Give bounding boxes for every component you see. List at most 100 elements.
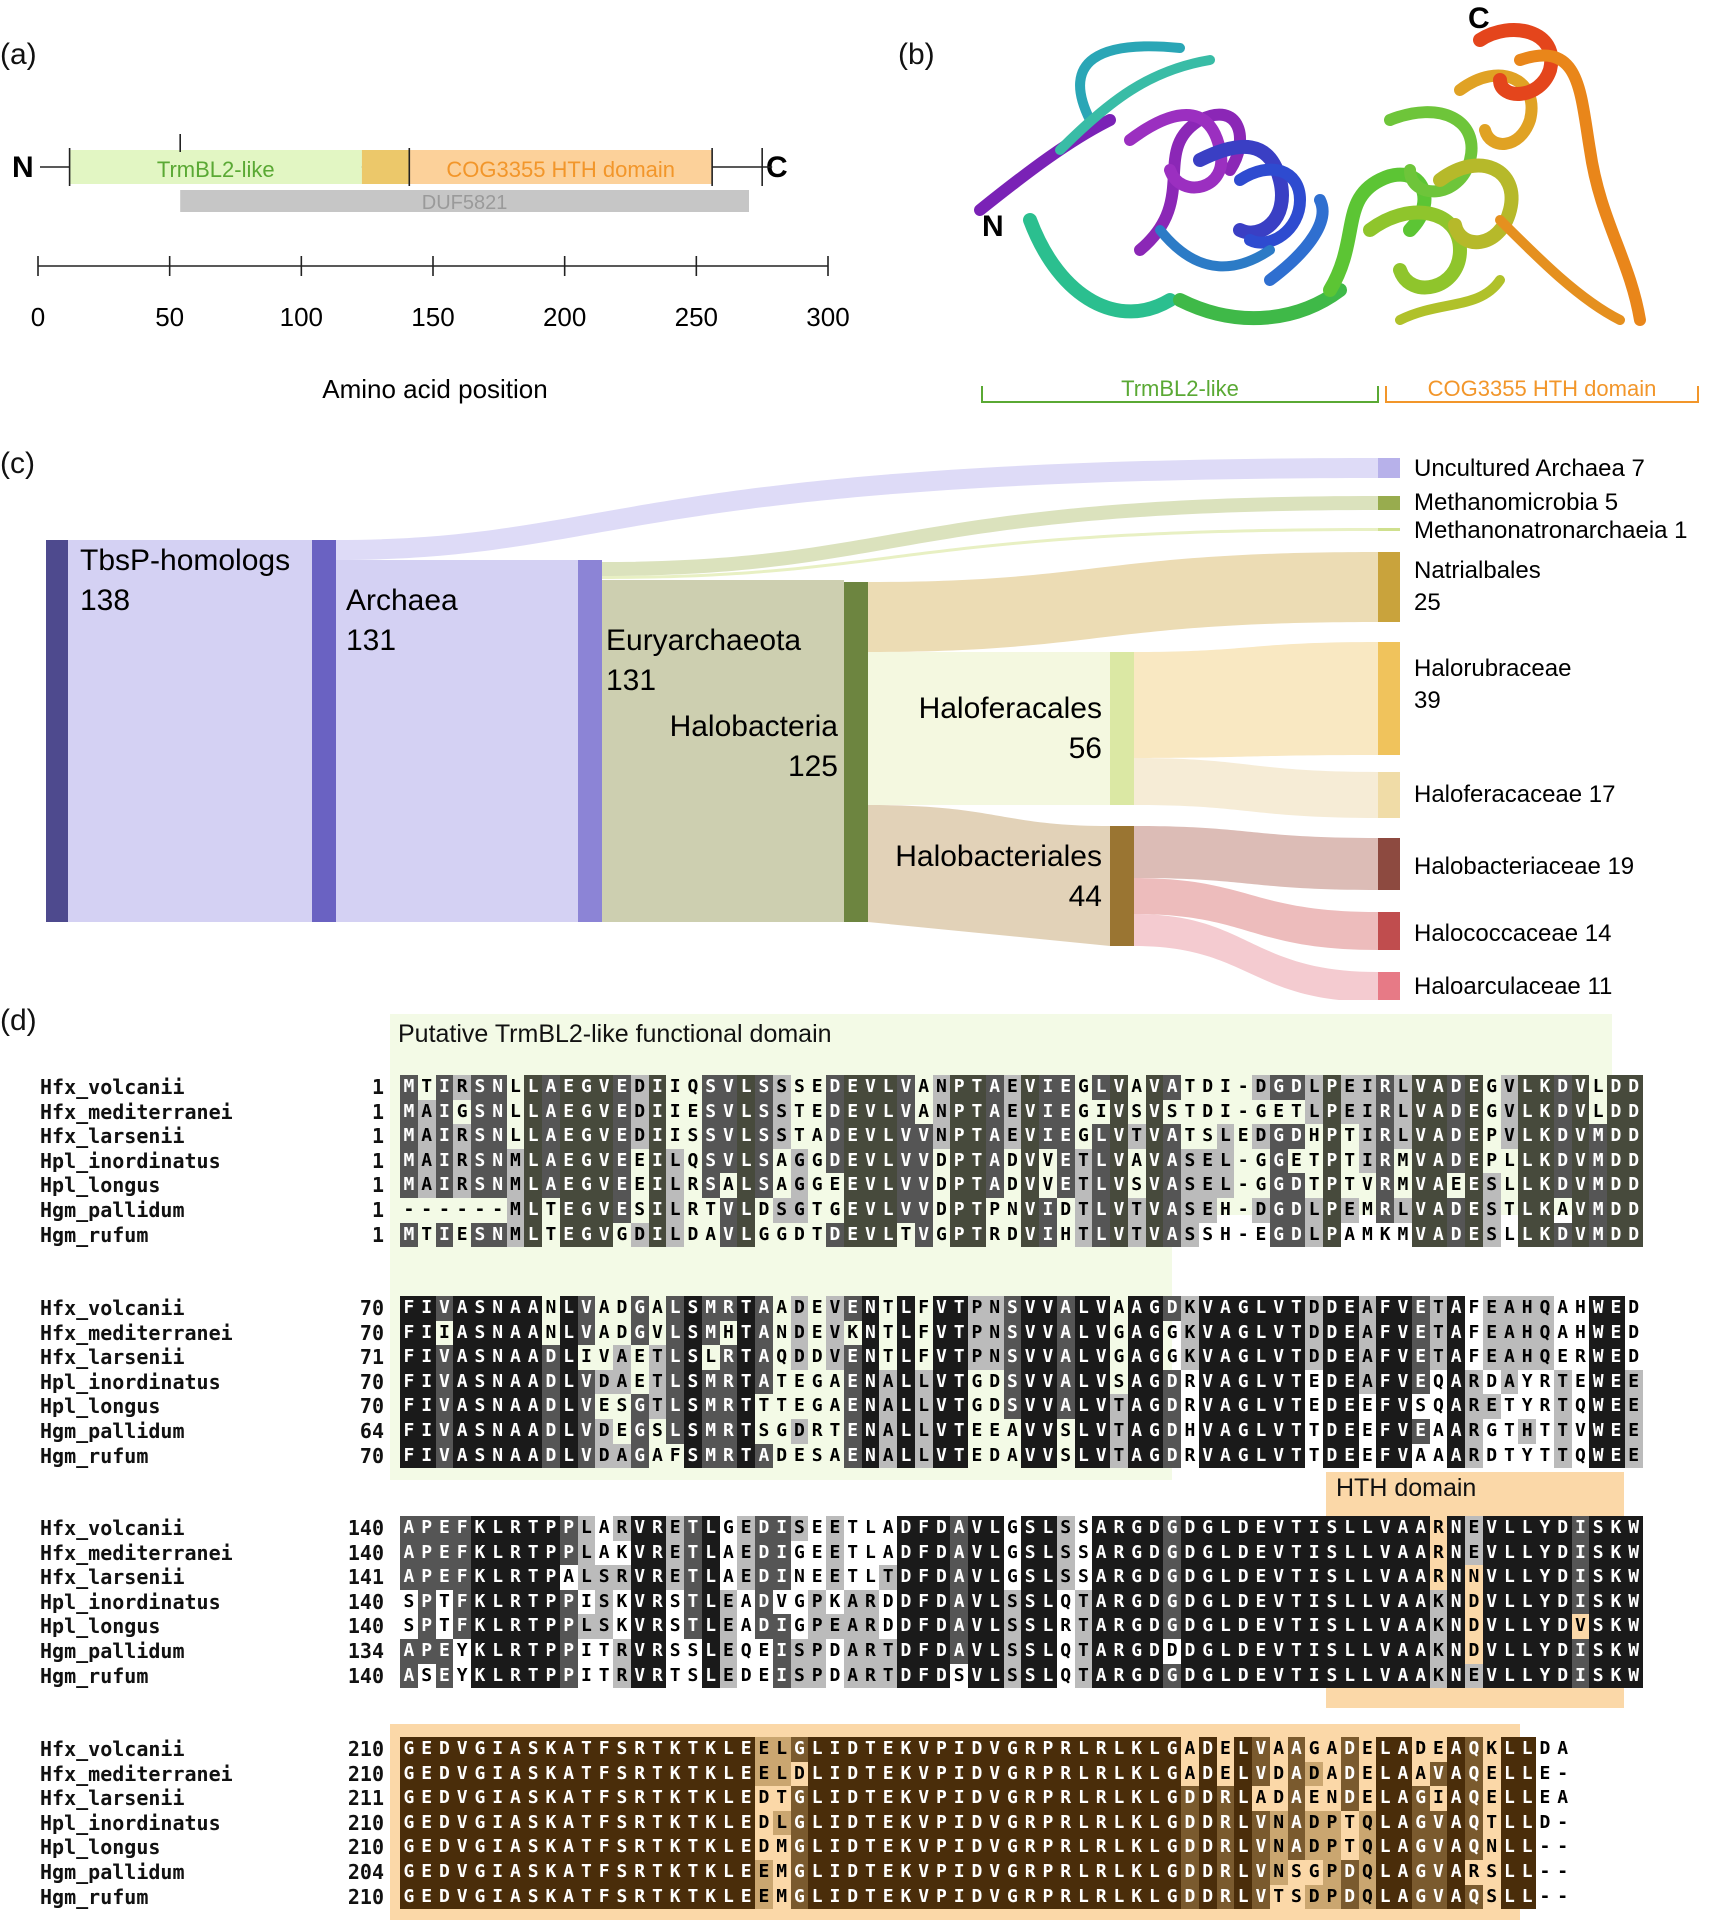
residue: L	[1340, 1639, 1359, 1664]
residue: L	[1500, 1884, 1519, 1910]
residue: L	[1358, 1565, 1377, 1590]
residue: G	[793, 1590, 805, 1612]
residue: G	[400, 1860, 418, 1885]
residue: L	[1340, 1565, 1359, 1590]
residue: A	[1216, 1345, 1235, 1370]
residue: G	[471, 1860, 489, 1885]
residue: A	[1326, 1762, 1338, 1784]
residue: V	[932, 1394, 951, 1419]
residue: D	[826, 1148, 844, 1174]
residue: A	[1415, 1762, 1427, 1784]
residue: L	[509, 1076, 521, 1097]
residue: L	[1518, 1516, 1536, 1541]
residue: R	[1110, 1540, 1128, 1566]
residue: I	[435, 1075, 454, 1100]
residue: G	[790, 1860, 809, 1885]
residue: L	[1358, 1614, 1377, 1639]
residue: S	[1003, 1394, 1022, 1419]
residue: D	[435, 1761, 454, 1787]
residue: R	[1376, 1173, 1394, 1198]
residue: E	[1056, 1099, 1075, 1125]
residue: F	[453, 1589, 471, 1615]
residue: E	[843, 1394, 862, 1419]
residue: K	[897, 1810, 915, 1836]
residue: A	[453, 1296, 471, 1321]
residue: E	[1252, 1639, 1270, 1664]
residue: E	[843, 1222, 862, 1248]
residue: A	[1394, 1761, 1412, 1787]
residue: L	[1074, 1835, 1093, 1860]
residue: P	[1039, 1860, 1057, 1885]
residue: V	[453, 1761, 471, 1787]
residue: N	[1447, 1565, 1465, 1590]
sequence-start-number: 64	[359, 1419, 384, 1443]
residue: L	[1500, 1565, 1519, 1590]
flow-haloarculaceae	[1134, 914, 1378, 1000]
node-label-halobacteria: Halobacteria	[670, 710, 839, 743]
residue: L	[879, 1198, 897, 1223]
residue: V	[1252, 1761, 1270, 1787]
residue: T	[1553, 1394, 1572, 1419]
residue: R	[1092, 1737, 1110, 1762]
residue: E	[1340, 1198, 1359, 1223]
residue: T	[737, 1296, 755, 1321]
residue: R	[1110, 1639, 1128, 1664]
residue: P	[1323, 1198, 1341, 1223]
residue: E	[1252, 1540, 1270, 1566]
residue: L	[879, 1099, 897, 1125]
residue: L	[1216, 1589, 1235, 1615]
residue: M	[1361, 1223, 1373, 1245]
residue: -	[421, 1199, 433, 1220]
residue: V	[577, 1320, 596, 1346]
residue: N	[545, 1297, 557, 1318]
residue: E	[1308, 1787, 1320, 1809]
residue: M	[1589, 1222, 1607, 1248]
residue: E	[826, 1540, 844, 1566]
residue: I	[826, 1810, 844, 1836]
residue: R	[1376, 1124, 1394, 1149]
node-label-euryarchaeota: Euryarchaeota	[606, 624, 801, 657]
sequence-start-number: 210	[347, 1835, 384, 1860]
residue: E	[989, 1420, 1001, 1441]
residue: E	[1056, 1124, 1075, 1149]
residue: L	[1110, 1786, 1128, 1811]
residue: T	[684, 1614, 702, 1639]
residue: V	[453, 1884, 471, 1910]
species-name: Hfx_volcanii	[40, 1075, 185, 1099]
residue: S	[755, 1173, 773, 1198]
flow-halorubraceae	[1134, 642, 1378, 758]
residue: L	[509, 1100, 521, 1122]
residue: A	[1447, 1737, 1465, 1762]
residue: P	[808, 1614, 826, 1639]
residue: G	[776, 1420, 788, 1441]
residue: L	[1500, 1516, 1519, 1541]
residue: S	[1003, 1589, 1022, 1615]
sequence-start-number: 71	[359, 1345, 384, 1370]
residue: A	[1092, 1589, 1110, 1615]
residue: G	[1198, 1663, 1217, 1689]
residue: V	[1394, 1419, 1412, 1444]
residue: D	[1145, 1516, 1164, 1541]
residue: D	[1181, 1786, 1199, 1811]
domain-architecture: N C TrmBL2-like COG3355 HTH domain DUF58…	[12, 134, 850, 404]
residue: D	[595, 1369, 613, 1395]
residue: V	[897, 1075, 915, 1100]
residue: E	[559, 1198, 578, 1223]
species-name: Hpl_inordinatus	[40, 1810, 221, 1835]
residue: K	[1127, 1860, 1146, 1885]
residue: P	[559, 1589, 578, 1615]
residue: N	[488, 1099, 507, 1125]
flow-tbsp-to-archaea	[66, 540, 312, 922]
residue: V	[1198, 1394, 1217, 1419]
sequence-start-number: 1	[371, 1075, 384, 1099]
residue: E	[1482, 1296, 1501, 1321]
residue: L	[1500, 1639, 1519, 1664]
residue: E	[737, 1516, 755, 1541]
flow-uncultured-archaea	[336, 458, 1378, 560]
residue: A	[1184, 1762, 1196, 1784]
duf5821-bar	[180, 190, 749, 212]
residue: L	[985, 1565, 1004, 1590]
residue: I	[488, 1786, 507, 1811]
residue: D	[1624, 1124, 1643, 1149]
residue: N	[1326, 1787, 1338, 1809]
